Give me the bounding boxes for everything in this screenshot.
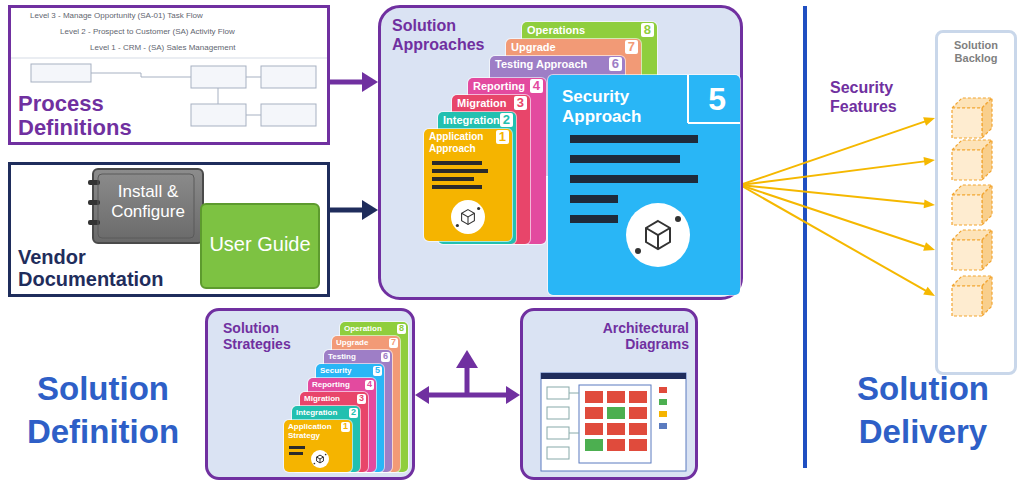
divider-line — [803, 6, 807, 468]
screenshot-text: Level 1 - CRM - (SA) Sales Management — [90, 43, 310, 52]
callout-number: 8 — [641, 23, 654, 37]
connector — [415, 386, 520, 404]
document-panel: Vendor Documentation Install & ConfigureU… — [8, 162, 330, 297]
card-title: Operation — [344, 324, 382, 333]
strategy-card: Application Strategy 1 — [284, 420, 352, 472]
card-title: Testing Approach — [495, 58, 587, 71]
flow-label: Security Features — [830, 78, 925, 116]
panel-title: Install & Configure — [100, 182, 196, 223]
panel-title: User Guide — [206, 233, 314, 256]
card-title: Operations — [527, 24, 585, 37]
panel-title: Solution Approaches — [392, 16, 512, 54]
up-arrow-head — [456, 350, 478, 368]
panel-title: Vendor Documentation — [18, 246, 188, 290]
panel-title: Architectural Diagrams — [591, 320, 689, 352]
card-title: Upgrade — [336, 338, 368, 347]
approach-card: Security Approach 5 — [548, 75, 740, 295]
callout-number: 2 — [500, 113, 513, 127]
card-title: Upgrade — [511, 41, 556, 54]
card-title: Security — [320, 366, 352, 375]
panel-title: Solution Strategies — [223, 320, 313, 352]
guide-book: User Guide — [200, 203, 320, 289]
card-title: Migration — [304, 394, 340, 403]
backlog-item — [952, 185, 992, 225]
card-title: Application Approach — [429, 131, 489, 154]
card-title: Security Approach — [562, 87, 672, 126]
callout-number: 4 — [530, 79, 543, 93]
callout-number: 6 — [609, 57, 622, 71]
callout-number: 1 — [496, 130, 509, 144]
callout-number: 3 — [357, 394, 366, 404]
connector — [740, 185, 935, 296]
card-title: Application Strategy — [288, 422, 334, 440]
card-title: Integration — [443, 114, 500, 127]
backlog-item — [952, 230, 992, 270]
card-title: Migration — [457, 97, 507, 110]
connector — [330, 72, 378, 92]
screenshot-text: Level 2 - Prospect to Customer (SA) Acti… — [60, 27, 310, 36]
connector — [740, 157, 935, 185]
binder-book: Install & Configure — [92, 168, 204, 244]
diagram-panel: Architectural Diagrams — [520, 308, 698, 480]
backlog-panel: Solution Backlog — [935, 30, 1017, 375]
panel-title: Solution Backlog — [938, 39, 1014, 64]
backlog-item — [952, 140, 992, 180]
callout-number: 7 — [389, 338, 398, 348]
connector — [740, 185, 935, 208]
connector — [740, 185, 935, 251]
card-title: Testing — [328, 352, 356, 361]
callout-number: 1 — [341, 422, 350, 432]
section-heading: Solution Definition — [8, 368, 198, 454]
section-heading: Solution Delivery — [828, 368, 1018, 454]
card-title: Reporting — [473, 80, 525, 93]
callout-number: 3 — [514, 96, 527, 110]
connector — [330, 200, 378, 220]
strategy-panel: Solution StrategiesApplication Strategy 1… — [205, 308, 415, 480]
screenshot-text: Level 3 - Manage Opportunity (SA-01) Tas… — [30, 11, 310, 20]
card-title: Reporting — [312, 380, 350, 389]
callout-number: 5 — [708, 83, 726, 115]
callout-number: 4 — [365, 380, 374, 390]
document-panel: Process Definitions — [8, 5, 330, 145]
backlog-item — [952, 98, 992, 138]
callout-number: 5 — [373, 366, 382, 376]
connector — [740, 117, 935, 185]
panel-title: Process Definitions — [18, 92, 178, 140]
callout-number: 2 — [349, 408, 358, 418]
approach-panel: Solution ApproachesApplication Approach 1… — [378, 5, 743, 300]
approach-card: Application Approach 1 — [424, 129, 512, 241]
backlog-item — [952, 276, 992, 316]
up-arrow-stem — [465, 366, 470, 393]
callout-number: 6 — [381, 352, 390, 362]
card-title: Integration — [296, 408, 337, 417]
callout-number: 8 — [397, 324, 406, 334]
callout-number: 7 — [625, 40, 638, 54]
